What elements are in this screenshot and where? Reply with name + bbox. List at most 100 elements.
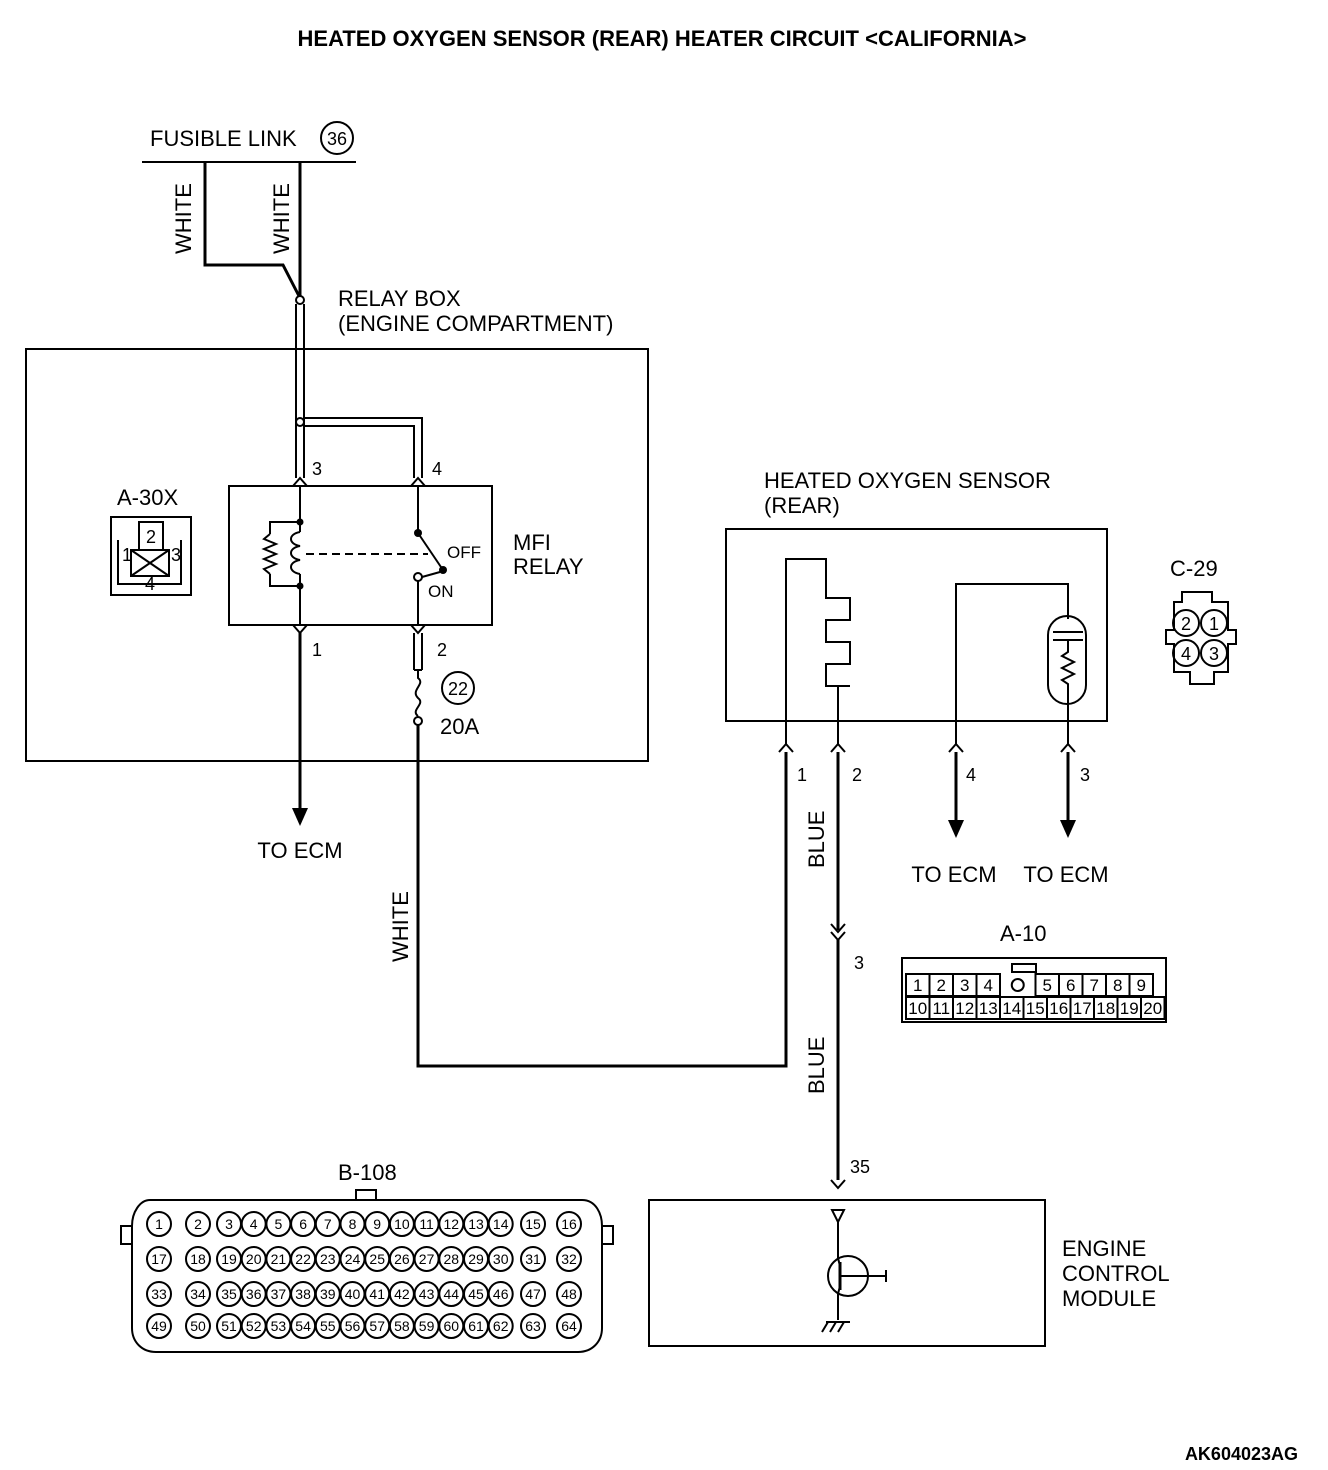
connector-a10-pin: 3 (960, 976, 969, 995)
connector-b108-pin-circle (556, 1281, 582, 1307)
connector-b108-pin: 36 (246, 1286, 262, 1302)
connector-b108-pin: 19 (221, 1251, 237, 1267)
connector-b108-pin: 11 (419, 1216, 434, 1232)
connector-b108-pin: 22 (295, 1251, 311, 1267)
connector-a10-pin: 18 (1096, 999, 1115, 1018)
connector-b108-pin: 2 (194, 1216, 202, 1232)
connector-b108-pin: 25 (369, 1251, 385, 1267)
mfi-relay-label-1: MFI (513, 530, 551, 555)
connector-a30x-cross-2 (130, 549, 170, 577)
fuse-number: 22 (448, 679, 468, 699)
relay-pin1-marker (292, 624, 308, 635)
coil-node-bottom (296, 582, 304, 590)
junction-pin3-marker-a (830, 923, 846, 934)
connector-a10-pin: 11 (932, 999, 950, 1018)
to-ecm-arrow-2 (948, 820, 964, 838)
ecm-ground (821, 1321, 850, 1333)
connector-a10-pin: 1 (913, 976, 922, 995)
relay-pin4-marker (410, 476, 426, 487)
ecm-label-2: CONTROL (1062, 1261, 1170, 1286)
connector-b108-pin: 4 (250, 1216, 258, 1232)
connector-b108-pin: 20 (246, 1251, 262, 1267)
connector-b108-pin: 7 (324, 1216, 332, 1232)
wire-color-white-3: WHITE (388, 891, 413, 962)
ecm-box (648, 1199, 1046, 1347)
sensor-element-resistor (1059, 640, 1077, 744)
connector-a10-outline (901, 957, 1167, 1023)
fusible-link-number: 36 (327, 129, 347, 149)
relay-box-label-1: RELAY BOX (338, 286, 461, 311)
connector-b108-pin: 51 (221, 1318, 237, 1334)
connector-b108-pin: 57 (369, 1318, 385, 1334)
connector-a10-pin: 15 (1026, 999, 1045, 1018)
connector-a10-pin: 19 (1120, 999, 1139, 1018)
connector-a10-key-hole (1010, 978, 1025, 992)
sensor-pin3-marker (1060, 742, 1076, 753)
connector-a30x-pin2: 2 (146, 527, 156, 547)
connector-b108-pin: 48 (561, 1286, 577, 1302)
junction-pin3-label: 3 (854, 953, 864, 973)
connector-b108-pin: 30 (493, 1251, 509, 1267)
relay-box (25, 348, 649, 762)
connector-b108-pin: 41 (369, 1286, 385, 1302)
relay-pin2-marker (410, 624, 426, 635)
connector-b108-pin: 26 (394, 1251, 410, 1267)
connector-a10-pin: 9 (1137, 976, 1146, 995)
connector-a10-key (1011, 963, 1037, 973)
connector-a30x-name: A-30X (117, 485, 178, 510)
connector-b108-pin: 54 (295, 1318, 311, 1334)
figure-code: AK604023AG (1185, 1444, 1298, 1464)
relay-pin3-marker (292, 476, 308, 487)
connector-a10-pin: 10 (908, 999, 927, 1018)
connector-a10-pin: 7 (1090, 976, 1099, 995)
fusible-link-label: FUSIBLE LINK (150, 126, 297, 151)
relay-pin4-label: 4 (432, 459, 442, 479)
connector-b108-pin: 35 (221, 1286, 237, 1302)
connector-a10-pin: 2 (937, 976, 946, 995)
switch-pivot (439, 566, 447, 574)
ecm-label-1: ENGINE (1062, 1236, 1146, 1261)
connector-b108-pin: 10 (394, 1216, 410, 1232)
connector-a30x-pin1: 1 (122, 545, 132, 565)
connector-b108-pin: 16 (561, 1216, 577, 1232)
connector-b108-pin: 21 (271, 1251, 287, 1267)
switch-contact-on (413, 572, 423, 582)
connector-b108-pin: 62 (493, 1318, 509, 1334)
connector-b108-pin-circle (487, 1281, 514, 1307)
connector-b108-pin: 27 (419, 1251, 435, 1267)
connector-b108-pin-circle (556, 1313, 582, 1339)
ecm-label-3: MODULE (1062, 1286, 1156, 1311)
connector-a30x-inner (117, 540, 182, 585)
connector-b108-pin-circle (185, 1246, 211, 1272)
connector-a10-pin: 12 (955, 999, 974, 1018)
wire-to-pin4-a (304, 417, 423, 478)
connector-c29-name: C-29 (1170, 556, 1218, 581)
connector-a10-pin: 17 (1073, 999, 1092, 1018)
to-ecm-label-1: TO ECM (257, 838, 342, 863)
connector-b108-pin: 42 (394, 1286, 410, 1302)
connector-c29-pin1: 1 (1209, 614, 1219, 634)
connector-c29-pin3: 3 (1209, 644, 1219, 664)
sensor-label-2: (REAR) (764, 493, 840, 518)
relay-resistor (261, 533, 279, 575)
connector-c29-pin2: 2 (1181, 614, 1191, 634)
connector-b108-pin: 29 (468, 1251, 484, 1267)
connector-a10-pin: 16 (1049, 999, 1068, 1018)
relay-pin2-label: 2 (437, 640, 447, 660)
relay-box-label-2: (ENGINE COMPARTMENT) (338, 311, 613, 336)
connector-a30x-pin4: 4 (145, 574, 155, 594)
connector-b108-pin: 64 (561, 1318, 577, 1334)
sensor-signal-wire (955, 583, 1069, 744)
switch-on-label: ON (428, 582, 454, 601)
connector-b108-pin: 38 (295, 1286, 311, 1302)
connector-a10-pin: 4 (984, 976, 993, 995)
connector-a30x-outline (110, 516, 192, 596)
connector-b108-pin: 58 (394, 1318, 410, 1334)
connector-b108-pin-circle (146, 1211, 172, 1237)
connector-b108-pin: 15 (525, 1216, 541, 1232)
connector-b108-pin: 47 (525, 1286, 541, 1302)
coil-bracket (269, 521, 300, 587)
sensor-pin1-label: 1 (797, 765, 807, 785)
wire-color-white-1: WHITE (171, 183, 196, 254)
wire-to-pin4-b (304, 425, 415, 478)
